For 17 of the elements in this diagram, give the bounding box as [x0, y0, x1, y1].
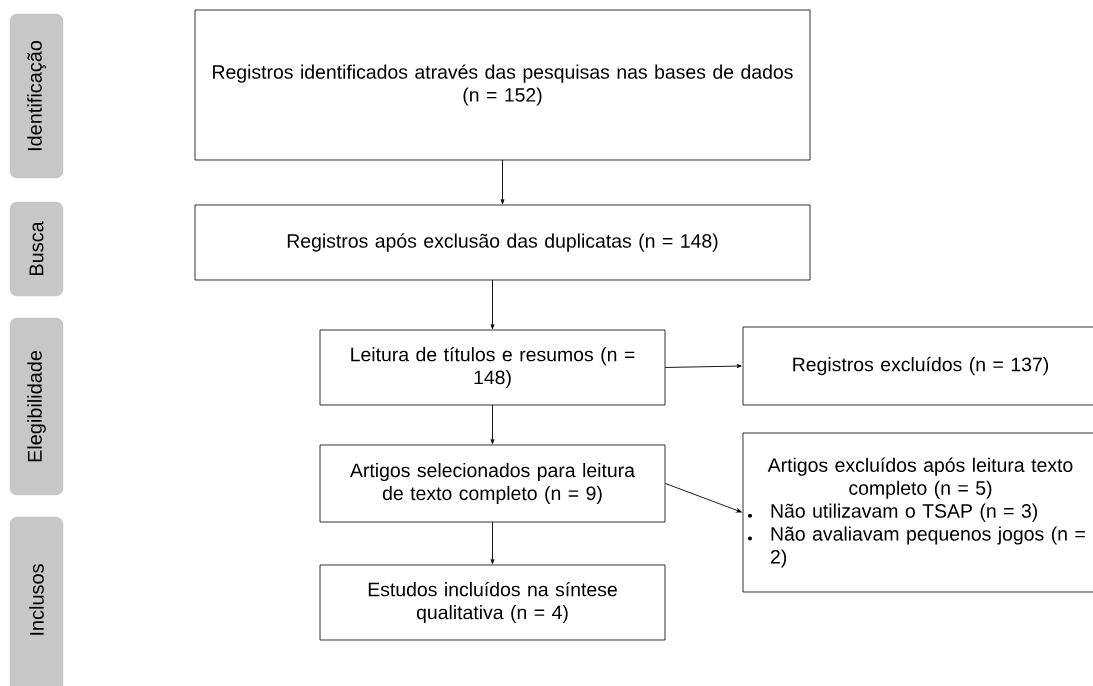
- arrow: [490, 404, 495, 445]
- process-box: Registros após exclusão das duplicatas (n = 148): [194, 204, 811, 281]
- arrow: [664, 483, 742, 513]
- stage-tab: Busca: [9, 201, 64, 297]
- stage-tab: Elegibilidade: [9, 317, 64, 496]
- arrow: [664, 364, 742, 369]
- arrow: [500, 159, 505, 205]
- process-box: Artigos excluídos após leitura texto completo (n = 5) Não utilizavam o TSAP (n = 3) Não avaliavam pequenos jogos (n = 2): [742, 432, 1093, 593]
- stage-tab: Identificação: [9, 13, 64, 179]
- arrow: [490, 279, 495, 330]
- process-box: Registros excluídos (n = 137): [742, 326, 1093, 406]
- stage-tab: Inclusos: [9, 516, 64, 686]
- arrow: [490, 521, 495, 565]
- process-box: Estudos incluídos na síntese qualitativa (n = 4): [319, 564, 666, 641]
- process-box: Artigos selecionados para leitura de texto completo (n = 9): [319, 444, 666, 523]
- process-box: Registros identificados através das pesquisas nas bases de dados (n = 152): [194, 9, 811, 161]
- process-box: Leitura de títulos e resumos (n = 148): [319, 329, 666, 406]
